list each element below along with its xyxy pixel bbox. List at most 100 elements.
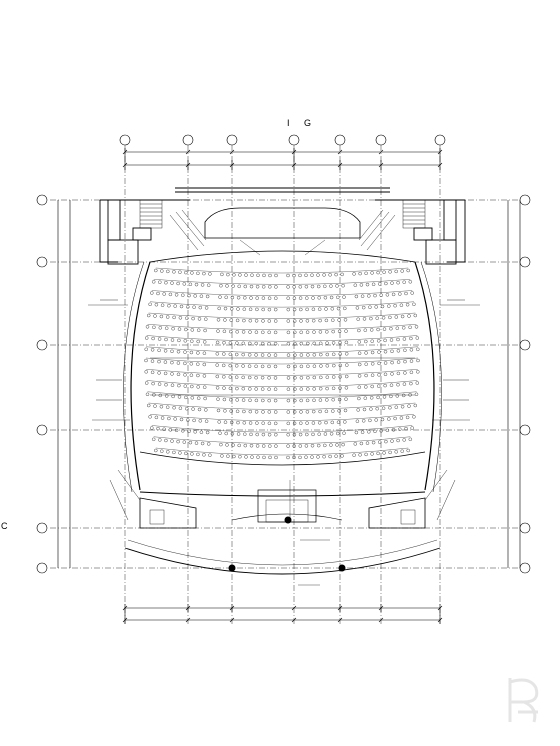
seat bbox=[273, 330, 278, 335]
seat bbox=[362, 419, 366, 423]
seat bbox=[229, 398, 233, 402]
seat bbox=[197, 396, 201, 400]
seat bbox=[400, 314, 405, 319]
seat bbox=[172, 406, 176, 410]
seat bbox=[370, 350, 375, 355]
seat bbox=[223, 306, 228, 311]
seat bbox=[256, 455, 260, 459]
seat bbox=[395, 326, 399, 330]
seat bbox=[154, 415, 159, 420]
seat bbox=[318, 318, 322, 323]
seat bbox=[373, 429, 377, 433]
seat bbox=[376, 327, 380, 332]
seat bbox=[396, 281, 400, 285]
seat bbox=[220, 454, 224, 458]
seat bbox=[178, 451, 182, 455]
seat bbox=[363, 328, 367, 332]
seat bbox=[298, 455, 302, 460]
seat bbox=[154, 268, 158, 273]
seat bbox=[299, 319, 303, 323]
seat bbox=[412, 415, 416, 419]
seat bbox=[144, 370, 148, 374]
seat bbox=[324, 318, 329, 323]
seat bbox=[150, 370, 155, 374]
seat bbox=[248, 375, 252, 380]
seat bbox=[254, 330, 259, 334]
seat bbox=[208, 272, 212, 276]
seat bbox=[198, 419, 202, 423]
seat bbox=[176, 372, 181, 376]
seat bbox=[216, 397, 220, 401]
seat bbox=[261, 398, 265, 403]
auditorium-wall-right bbox=[414, 261, 435, 491]
seat bbox=[235, 330, 239, 334]
seat bbox=[336, 431, 340, 436]
seat bbox=[249, 432, 253, 437]
seat bbox=[145, 325, 150, 329]
seat bbox=[202, 271, 206, 276]
seat bbox=[343, 408, 348, 413]
seat bbox=[164, 438, 168, 443]
seat bbox=[260, 376, 265, 380]
seat bbox=[179, 304, 184, 309]
seat bbox=[395, 394, 399, 398]
seat bbox=[305, 398, 310, 403]
seat bbox=[358, 271, 362, 276]
seat bbox=[190, 452, 194, 456]
seat bbox=[292, 421, 297, 425]
seat bbox=[286, 433, 290, 437]
seat bbox=[178, 316, 183, 320]
seat bbox=[145, 392, 150, 396]
seat bbox=[216, 329, 220, 333]
grid-bubble-top bbox=[434, 134, 446, 146]
seat bbox=[218, 295, 222, 299]
section-mark-top-left: I bbox=[287, 118, 290, 128]
dimension-bottom bbox=[124, 604, 441, 624]
seat bbox=[202, 453, 206, 457]
seat bbox=[324, 409, 329, 413]
seat bbox=[242, 318, 246, 323]
seat-row bbox=[153, 279, 411, 285]
grid-bubble-right bbox=[519, 424, 531, 436]
grid-lines bbox=[50, 145, 520, 625]
seat bbox=[185, 316, 189, 320]
seat bbox=[318, 307, 322, 311]
seat bbox=[194, 282, 199, 287]
seat bbox=[299, 353, 304, 357]
seat bbox=[416, 370, 420, 374]
seat bbox=[204, 317, 208, 321]
seat bbox=[177, 383, 181, 388]
seat bbox=[293, 398, 297, 403]
seat bbox=[390, 281, 394, 285]
seat bbox=[384, 281, 388, 286]
dimension-tick bbox=[378, 605, 384, 611]
seat bbox=[190, 339, 194, 343]
seat bbox=[414, 325, 419, 329]
seat bbox=[299, 307, 303, 312]
dimension-tick bbox=[185, 605, 191, 611]
seat bbox=[306, 341, 310, 346]
seat bbox=[189, 362, 193, 366]
seat bbox=[267, 342, 271, 346]
dimension-tick bbox=[337, 605, 343, 611]
seat bbox=[385, 293, 390, 297]
seat-row bbox=[146, 380, 418, 387]
seat bbox=[186, 418, 190, 422]
seat bbox=[416, 358, 420, 363]
seat bbox=[331, 341, 336, 345]
seat bbox=[177, 327, 182, 331]
seat bbox=[335, 284, 339, 288]
seat bbox=[215, 352, 219, 356]
seat bbox=[400, 405, 405, 409]
seat bbox=[249, 444, 254, 448]
seat bbox=[163, 349, 168, 353]
dimension-tick bbox=[378, 149, 384, 155]
seat bbox=[230, 420, 234, 425]
seat bbox=[261, 319, 265, 323]
stage-column bbox=[284, 516, 292, 524]
seat bbox=[375, 407, 379, 411]
seat bbox=[151, 381, 155, 386]
seat bbox=[354, 430, 359, 435]
seat bbox=[232, 273, 236, 277]
seat bbox=[228, 386, 233, 390]
